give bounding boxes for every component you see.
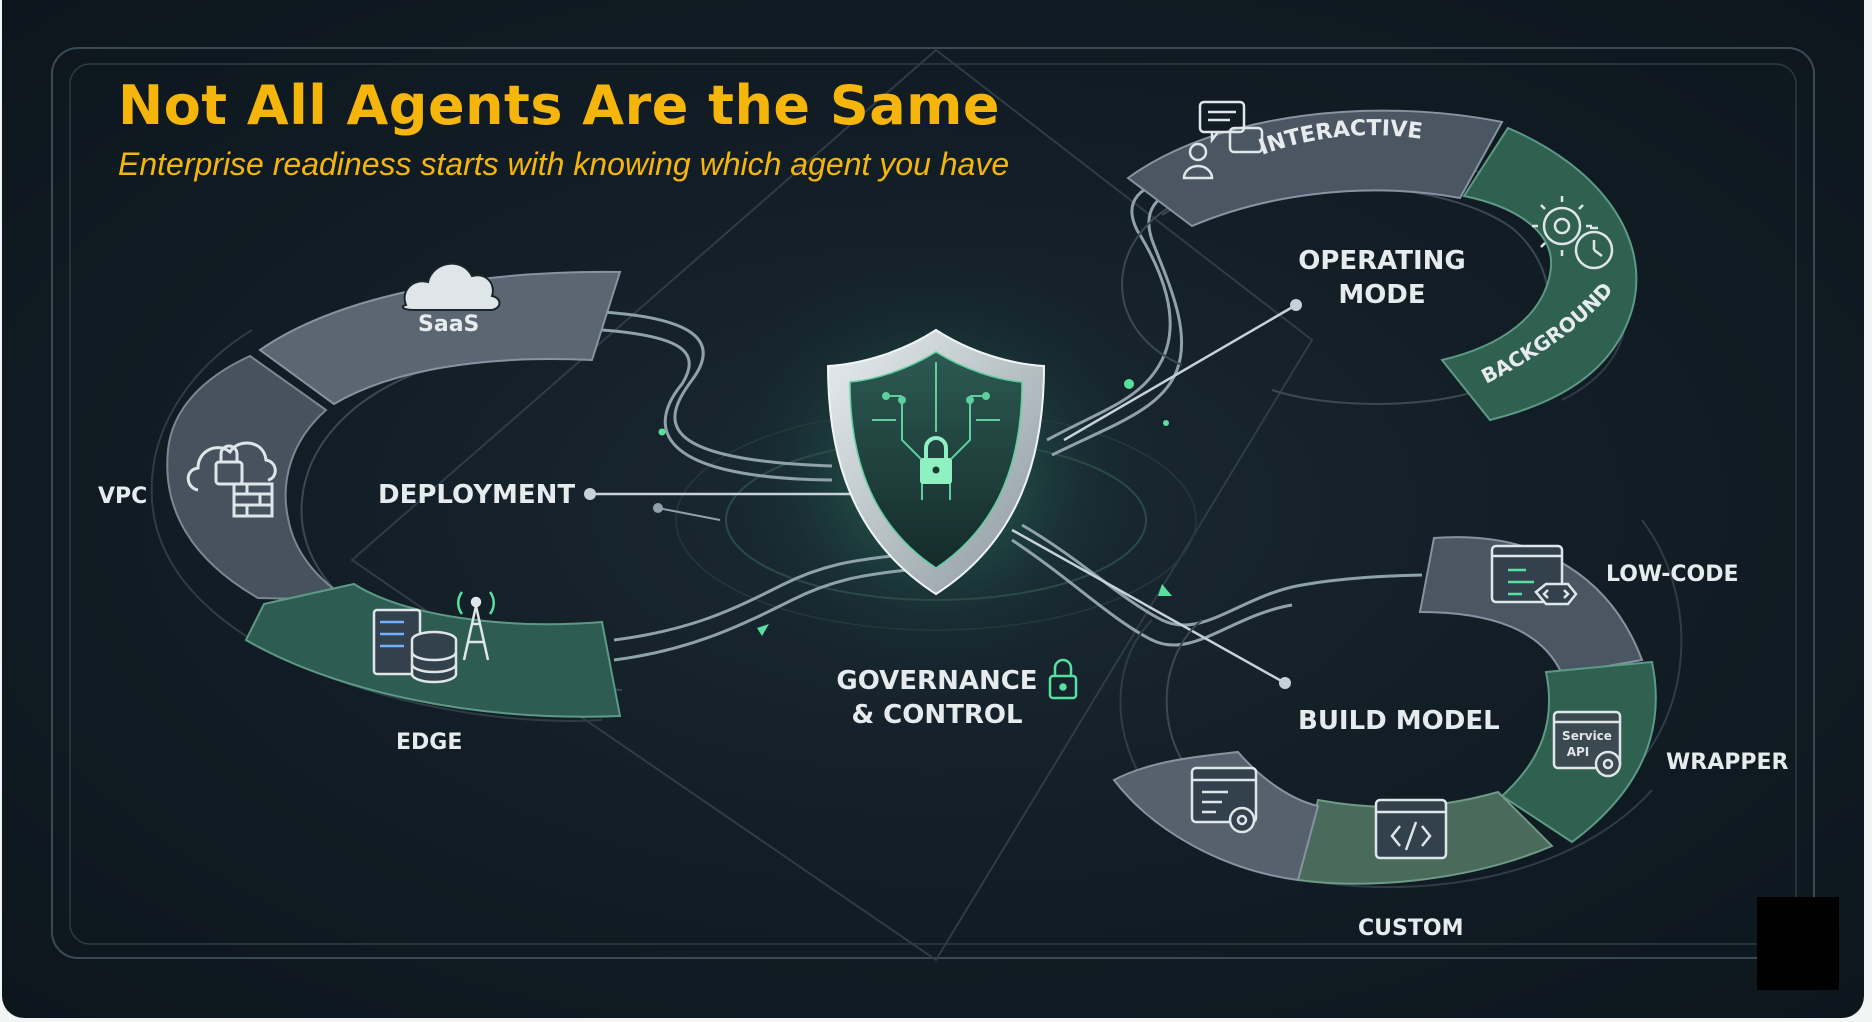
build-node <box>1279 677 1291 689</box>
segment-saas: SaaS <box>418 312 480 337</box>
code-window-icon <box>1374 798 1448 860</box>
api-card-line1: Service <box>1562 729 1612 743</box>
segment-edge: EDGE <box>396 730 463 755</box>
governance-label: GOVERNANCE & CONTROL <box>832 664 1042 732</box>
deployment-label: DEPLOYMENT <box>378 480 576 510</box>
page-subtitle: Enterprise readiness starts with knowing… <box>118 146 1010 182</box>
background-diamond <box>350 48 1314 962</box>
operating-ring <box>1121 100 1638 422</box>
edge-devices-icon <box>372 591 495 684</box>
shield-icon <box>826 328 1046 596</box>
background-segment <box>1440 126 1638 422</box>
connectors-build <box>1011 523 1423 647</box>
operating-node <box>1290 299 1302 311</box>
operating-mode-line2: MODE <box>1338 280 1426 310</box>
vpc-segment <box>166 354 354 602</box>
page-title: Not All Agents Are the Same <box>118 74 1001 137</box>
governance-line2: & CONTROL <box>851 700 1023 730</box>
build-model-label: BUILD MODEL <box>1298 706 1500 736</box>
gear-clock-icon <box>1532 196 1614 270</box>
api-card-line2: API <box>1567 745 1590 759</box>
deployment-ring <box>150 262 623 722</box>
cloud-icon <box>401 262 501 311</box>
saas-segment <box>258 270 622 406</box>
lock-icon <box>920 436 952 484</box>
connectors-deployment <box>601 310 908 662</box>
redaction-box <box>1757 897 1839 990</box>
inner-frame <box>69 63 1797 945</box>
segment-wrapper: WRAPPER <box>1666 750 1789 775</box>
service-api-icon: Service API <box>1552 710 1622 778</box>
cloud-firewall-icon <box>186 441 277 518</box>
low-code-icon <box>1490 544 1578 606</box>
segment-vpc: VPC <box>98 484 148 509</box>
operating-mode-line1: OPERATING <box>1298 246 1466 276</box>
segment-custom: CUSTOM <box>1358 916 1464 941</box>
governance-lock-icon <box>1048 658 1078 700</box>
segment-low-code: LOW-CODE <box>1606 562 1739 587</box>
deployment-node <box>584 488 596 500</box>
build-ring: Service API <box>1112 519 1683 889</box>
chat-user-icon <box>1182 100 1264 180</box>
config-window-icon <box>1190 766 1258 834</box>
governance-line1: GOVERNANCE <box>836 666 1038 696</box>
connectors-operating <box>1046 178 1184 457</box>
operating-mode-label: OPERATING MODE <box>1292 244 1472 312</box>
